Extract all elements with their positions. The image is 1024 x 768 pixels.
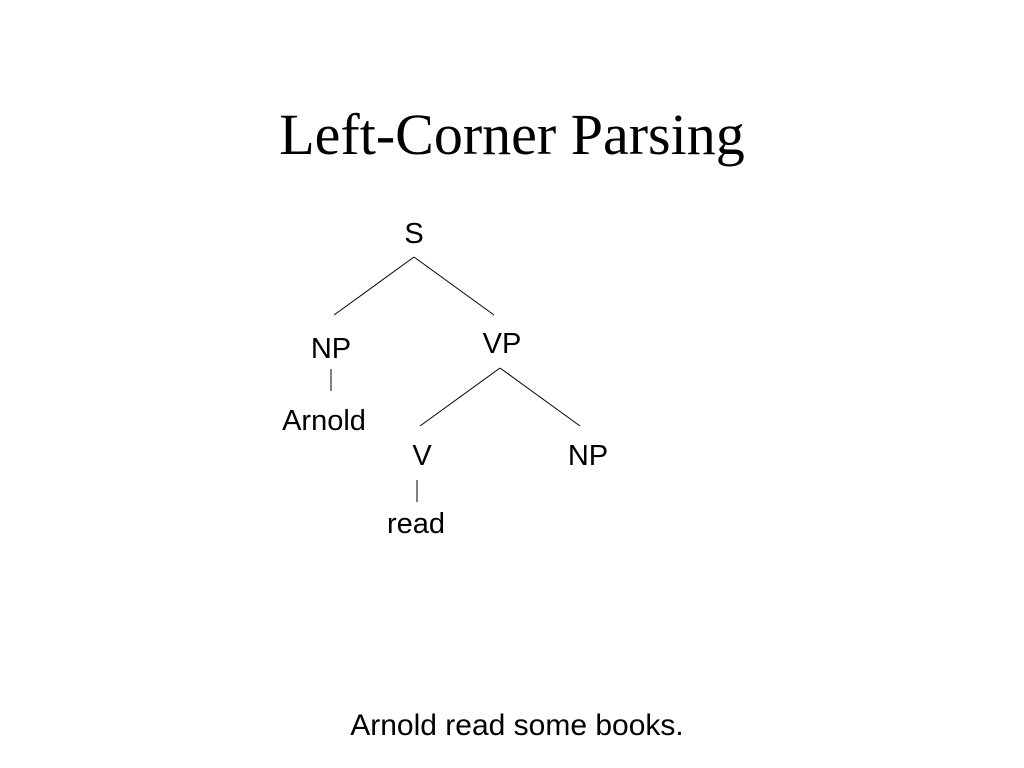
example-sentence: Arnold read some books.	[350, 709, 684, 742]
edge-s-np	[333, 256, 415, 316]
edge-vp-np	[499, 367, 581, 427]
node-np-subject: NP	[311, 333, 351, 365]
edge-vp-v	[419, 367, 501, 427]
edge-s-vp	[413, 256, 495, 316]
slide-title: Left-Corner Parsing	[279, 102, 745, 167]
node-read: read	[387, 508, 445, 540]
node-np-object: NP	[568, 440, 608, 472]
node-s: S	[404, 218, 423, 250]
node-v: V	[412, 440, 432, 472]
node-arnold: Arnold	[282, 405, 366, 437]
node-vp: VP	[483, 328, 522, 360]
